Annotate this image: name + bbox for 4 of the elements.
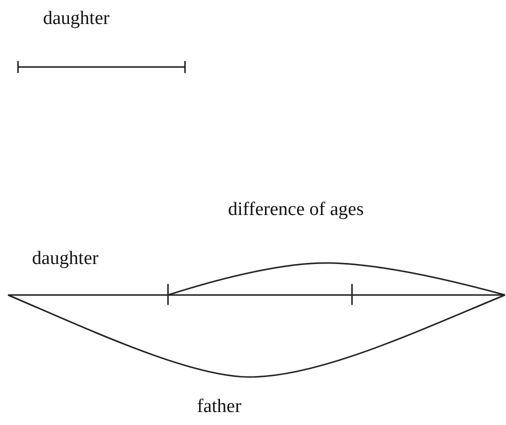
segment-label: father: [197, 396, 242, 418]
segment-label: daughter: [43, 8, 110, 30]
segment-label: daughter: [32, 248, 98, 270]
segment-label: difference of ages: [228, 199, 364, 221]
